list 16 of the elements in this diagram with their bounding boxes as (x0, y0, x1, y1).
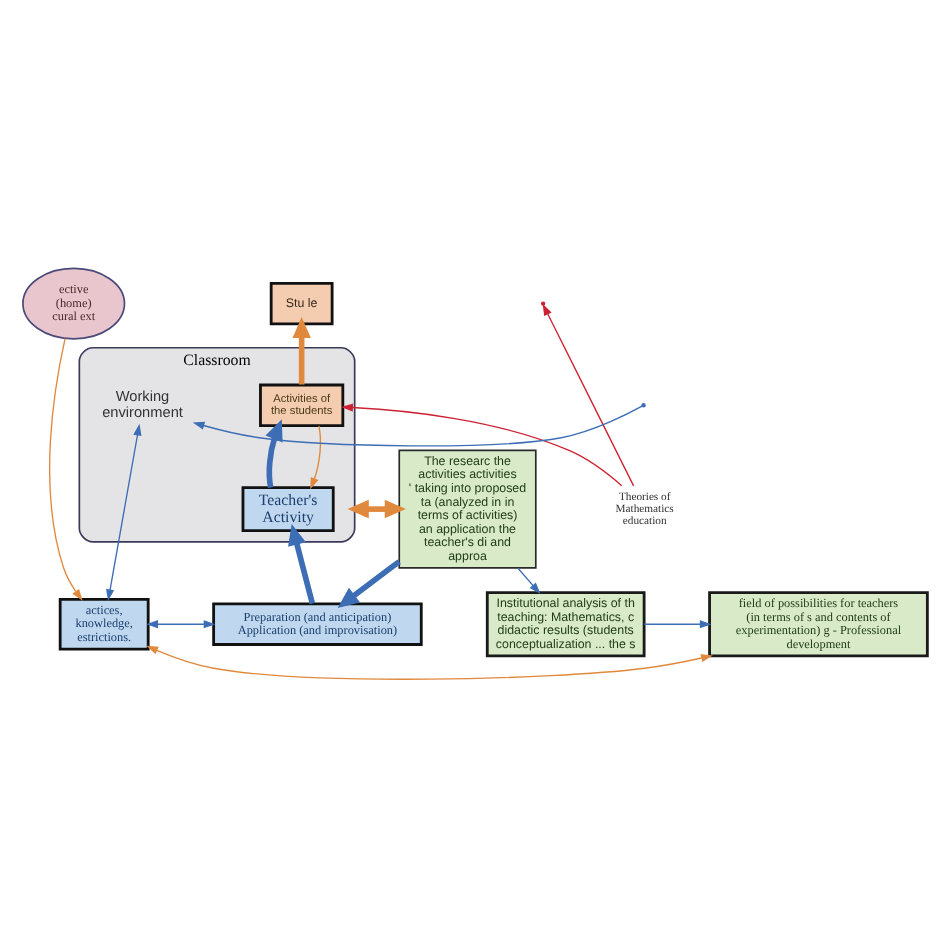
arrow (145, 645, 712, 680)
arrow (291, 317, 310, 385)
arrow (541, 303, 634, 487)
arrow (309, 425, 321, 490)
arrow (264, 419, 282, 488)
arrow (145, 620, 215, 629)
arrow (191, 405, 642, 447)
node-box: Teacher's Activity (240, 486, 334, 532)
arrow (47, 337, 82, 601)
arrow (642, 620, 711, 629)
arrow (287, 524, 315, 605)
arrow (340, 403, 622, 487)
arrow (105, 423, 141, 602)
arrow (346, 499, 405, 519)
arrow (336, 559, 400, 608)
arrow (516, 567, 540, 595)
